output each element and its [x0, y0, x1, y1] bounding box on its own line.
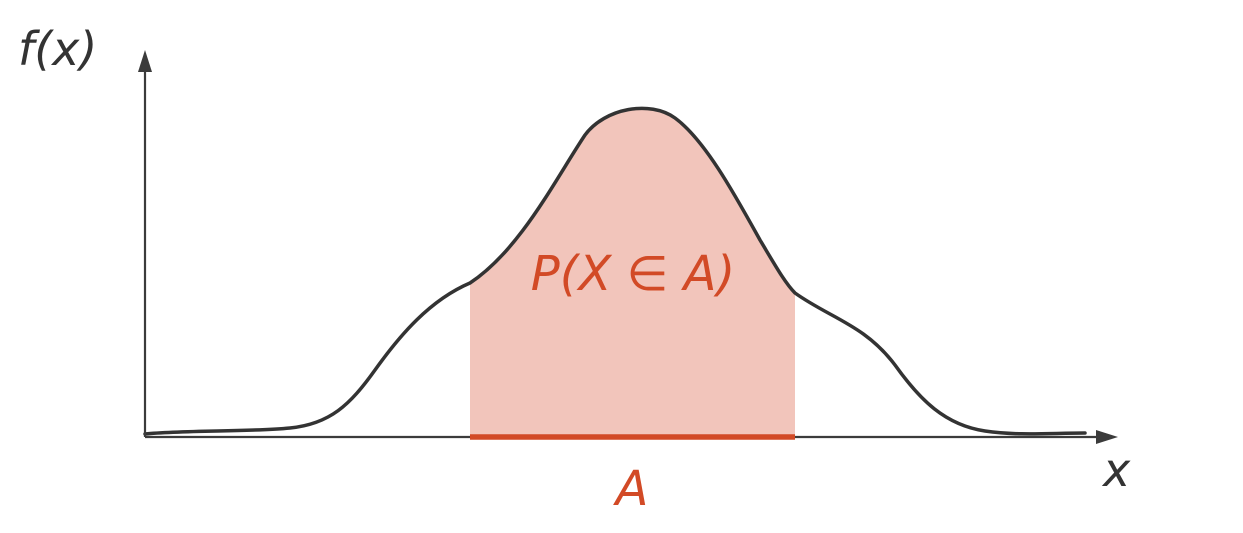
y-axis-arrow [138, 50, 152, 72]
interval-label: A [613, 461, 649, 517]
probability-label: P(X ∈ A) [531, 246, 735, 302]
x-axis-arrow [1096, 430, 1118, 444]
density-curve [143, 106, 1087, 436]
y-axis-label: f(x) [18, 22, 97, 76]
x-axis-label: x [1101, 443, 1131, 497]
